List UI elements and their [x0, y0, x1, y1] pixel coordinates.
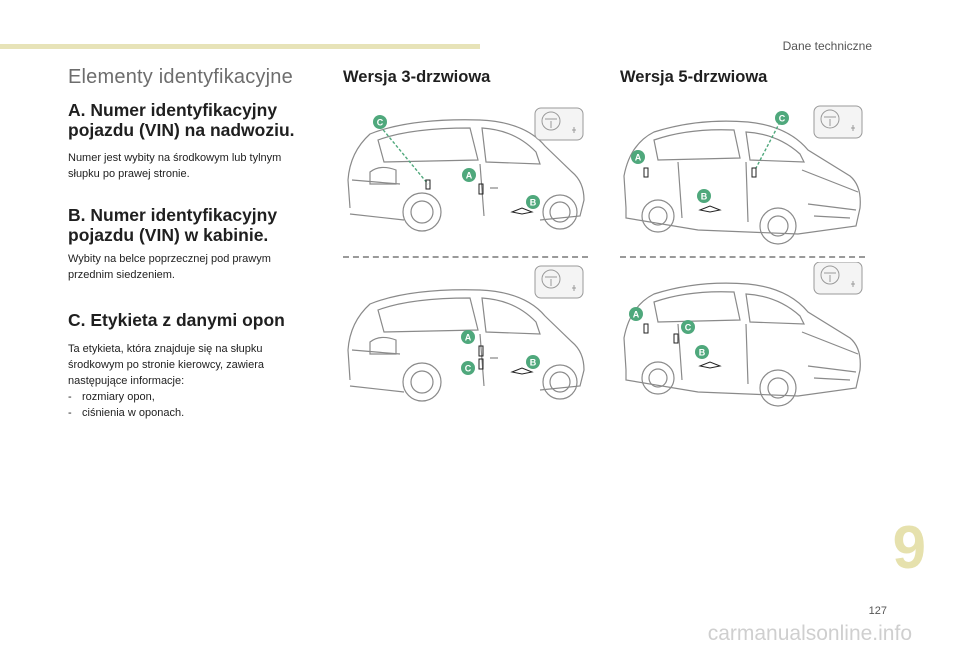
heading-a: A. Numer identyfikacyjny pojazdu (VIN) n…	[68, 100, 328, 140]
chapter-header: Dane techniczne	[782, 39, 872, 53]
svg-text:C: C	[465, 364, 472, 374]
heading-b-line1: B. Numer identyfikacyjny	[68, 205, 278, 225]
marker-a: A	[462, 168, 476, 182]
svg-text:B: B	[530, 358, 537, 368]
list-item-text: ciśnienia w oponach.	[82, 407, 185, 419]
marker-a: A	[461, 330, 475, 344]
list-item-text: rozmiary opon,	[82, 391, 155, 403]
chapter-number: 9	[892, 514, 926, 581]
three-door-rear-illustration: C A B	[347, 107, 585, 232]
watermark: carmanualsonline.info	[707, 622, 912, 645]
list-item: -rozmiary opon,	[68, 389, 313, 405]
paragraph-c-line1: Ta etykieta, która znajduje się na słupk…	[68, 343, 263, 355]
three-door-rear-illustration-2: A C B	[347, 265, 585, 402]
svg-text:B: B	[701, 192, 708, 202]
five-door-title: Wersja 5-drzwiowa	[620, 68, 768, 86]
marker-a: A	[631, 150, 645, 164]
page-title: Elementy identyfikacyjne	[68, 66, 293, 88]
three-door-title: Wersja 3-drzwiowa	[343, 68, 491, 86]
svg-text:A: A	[635, 153, 642, 163]
svg-text:C: C	[685, 323, 692, 333]
paragraph-a-line2: słupku po prawej stronie.	[68, 168, 190, 180]
paragraph-a: Numer jest wybity na środkowym lub tylny…	[68, 150, 313, 182]
svg-text:C: C	[377, 118, 384, 128]
marker-b: B	[526, 195, 540, 209]
dashed-divider	[620, 256, 865, 258]
heading-b: B. Numer identyfikacyjny pojazdu (VIN) w…	[68, 205, 328, 245]
paragraph-c: Ta etykieta, która znajduje się na słupk…	[68, 341, 313, 421]
marker-b: B	[695, 345, 709, 359]
header-accent-bar	[0, 44, 480, 49]
marker-a: A	[629, 307, 643, 321]
paragraph-c-line3: następujące informacje:	[68, 375, 185, 387]
page-number: 127	[868, 605, 887, 617]
heading-a-line1: A. Numer identyfikacyjny	[68, 100, 278, 120]
paragraph-b: Wybity na belce poprzecznej pod prawym p…	[68, 251, 313, 283]
svg-text:A: A	[466, 171, 473, 181]
marker-c: C	[461, 361, 475, 375]
paragraph-a-line1: Numer jest wybity na środkowym lub tylny…	[68, 152, 282, 164]
svg-text:B: B	[530, 198, 537, 208]
list-dash: -	[68, 407, 72, 419]
heading-c: C. Etykieta z danymi opon	[68, 310, 285, 330]
svg-text:C: C	[779, 114, 786, 124]
svg-text:B: B	[699, 348, 706, 358]
svg-text:A: A	[633, 310, 640, 320]
dashed-divider	[343, 256, 588, 258]
five-door-front-illustration: C A B	[623, 105, 863, 245]
heading-b-line2: pojazdu (VIN) w kabinie.	[68, 225, 269, 245]
marker-c: C	[681, 320, 695, 334]
paragraph-c-line2: środkowym po stronie kierowcy, zawiera	[68, 359, 265, 371]
list-item: -ciśnienia w oponach.	[68, 405, 313, 421]
svg-text:A: A	[465, 333, 472, 343]
heading-a-line2: pojazdu (VIN) na nadwoziu.	[68, 120, 295, 140]
paragraph-b-line2: przednim siedzeniem.	[68, 269, 175, 281]
list-dash: -	[68, 391, 72, 403]
five-door-front-illustration-2: A C B	[623, 262, 863, 407]
marker-c: C	[775, 111, 789, 125]
marker-c: C	[373, 115, 387, 129]
paragraph-b-line1: Wybity na belce poprzecznej pod prawym	[68, 253, 271, 265]
marker-b: B	[697, 189, 711, 203]
marker-b: B	[526, 355, 540, 369]
